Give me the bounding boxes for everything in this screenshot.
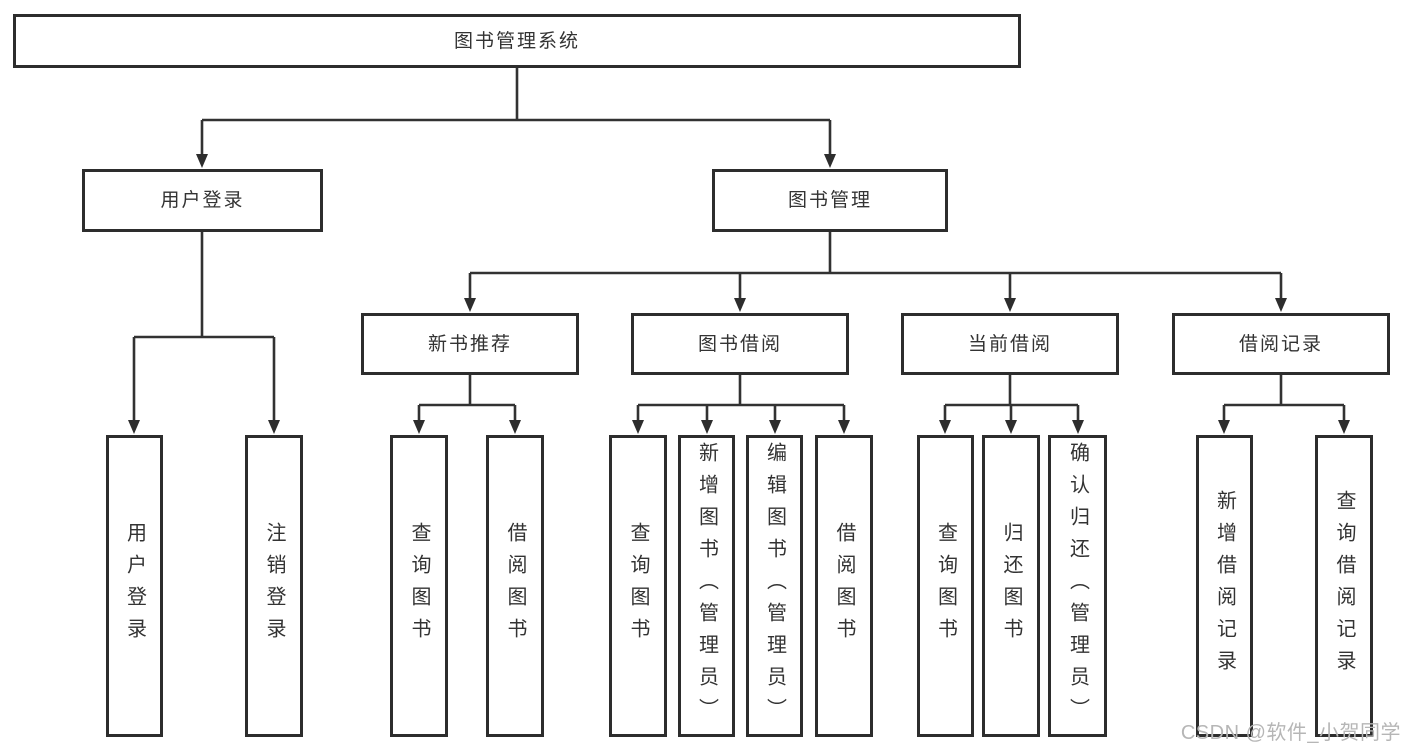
node-new-book-recommend: 新书推荐	[361, 313, 579, 375]
connector-root-to-level2	[196, 68, 836, 168]
leaf-borrow-books-recommend: 借阅图书	[486, 435, 544, 737]
connector-book-management-to-level3	[464, 232, 1287, 312]
leaf-query-borrow-record: 查询借阅记录	[1315, 435, 1373, 737]
leaf-confirm-return-admin: 确认归还（管理员）	[1048, 435, 1107, 737]
node-user-login: 用户登录	[82, 169, 323, 232]
leaf-logout: 注销登录	[245, 435, 303, 737]
node-book-borrow: 图书借阅	[631, 313, 849, 375]
node-current-borrow: 当前借阅	[901, 313, 1119, 375]
connector-borrow-records-to-leaves	[1218, 375, 1350, 434]
leaf-add-book-admin: 新增图书（管理员）	[678, 435, 735, 737]
leaf-query-books-borrow: 查询图书	[609, 435, 667, 737]
leaf-return-book: 归还图书	[982, 435, 1040, 737]
leaf-query-books-recommend: 查询图书	[390, 435, 448, 737]
connector-book-borrow-to-leaves	[632, 375, 850, 434]
connector-user-login-to-leaves	[128, 232, 280, 434]
node-borrow-records: 借阅记录	[1172, 313, 1390, 375]
leaf-user-login: 用户登录	[106, 435, 163, 737]
leaf-borrow-books: 借阅图书	[815, 435, 873, 737]
node-root: 图书管理系统	[13, 14, 1021, 68]
connector-current-borrow-to-leaves	[939, 375, 1084, 434]
node-book-management: 图书管理	[712, 169, 948, 232]
leaf-edit-book-admin: 编辑图书（管理员）	[746, 435, 803, 737]
watermark: CSDN @软件_小贺同学	[1180, 722, 1401, 744]
leaf-add-borrow-record: 新增借阅记录	[1196, 435, 1253, 737]
leaf-query-books-current: 查询图书	[917, 435, 974, 737]
connector-new-book-recommend-to-leaves	[413, 375, 521, 434]
